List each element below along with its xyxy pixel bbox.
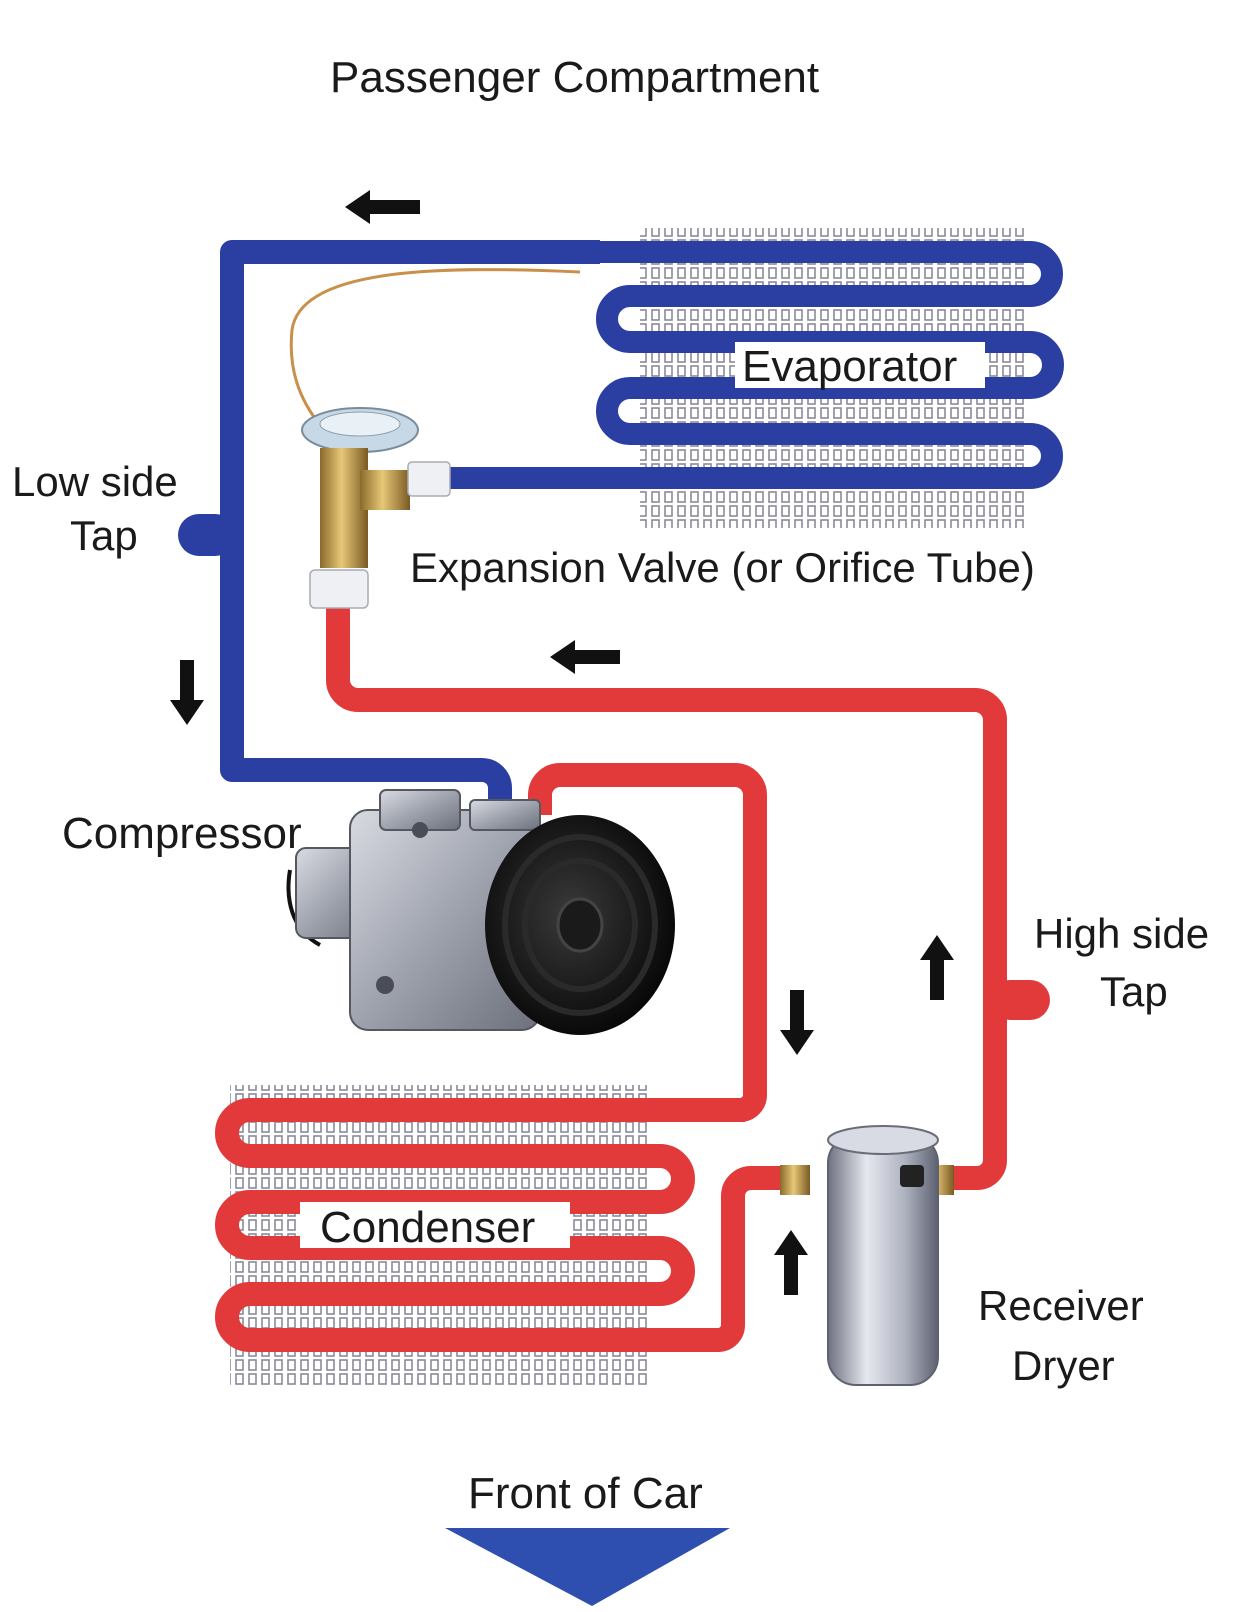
high-side-tap-label-line2: Tap [1100, 968, 1168, 1015]
evaporator-label: Evaporator [742, 342, 957, 391]
compressor [286, 789, 675, 1035]
low-side-line [220, 240, 600, 815]
low-side-tap-label-line1: Low side [12, 458, 178, 505]
high-side-line-liquid [326, 605, 1007, 1190]
arrow-icon [345, 190, 420, 224]
compressor-label: Compressor [62, 809, 302, 858]
low-side-tap-port [178, 514, 236, 556]
receiver-dryer-label-line2: Dryer [1012, 1342, 1115, 1389]
compressor-discharge-line [528, 763, 767, 1122]
expansion-valve [289, 268, 581, 609]
sensing-bulb-tube [289, 268, 581, 426]
receiver-dryer-label-line1: Receiver [978, 1282, 1144, 1329]
expansion-valve-label: Expansion Valve (or Orifice Tube) [410, 544, 1035, 591]
receiver-dryer [780, 1125, 954, 1386]
arrow-icon [780, 990, 814, 1055]
arrow-icon [920, 935, 954, 1000]
arrow-icon [774, 1230, 808, 1295]
chevron-down-icon [445, 1528, 730, 1606]
arrow-icon [170, 660, 204, 725]
flow-arrows [170, 190, 954, 1295]
arrow-icon [550, 640, 620, 674]
front-of-car-label: Front of Car [468, 1469, 703, 1518]
high-side-tap-label-line1: High side [1034, 910, 1209, 957]
passenger-compartment-label: Passenger Compartment [330, 53, 819, 102]
condenser-label: Condenser [320, 1203, 535, 1252]
low-side-tap-label-line2: Tap [70, 512, 138, 559]
evaporator-coil [450, 241, 1064, 489]
high-side-tap-port [990, 980, 1050, 1020]
condenser-label-bg [300, 1202, 570, 1248]
evaporator-label-bg [735, 342, 985, 388]
